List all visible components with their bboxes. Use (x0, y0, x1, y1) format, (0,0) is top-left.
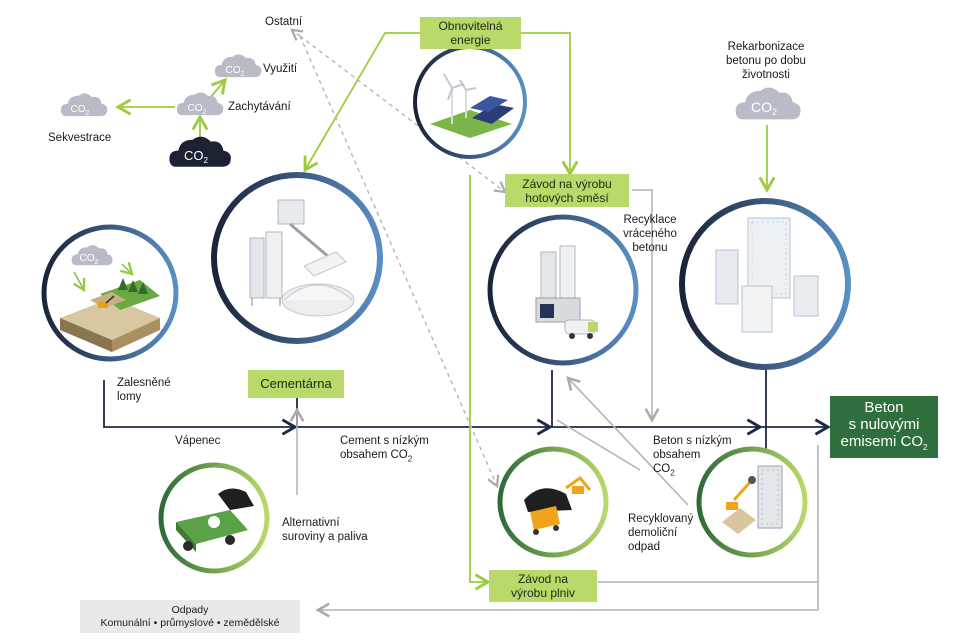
label-zalesnene: Zalesněné lomy (117, 376, 171, 404)
box-odpady: Odpady Komunální • průmyslové • zeměděls… (80, 600, 300, 633)
beton-low-l2: obsahem (653, 449, 701, 461)
final-l1: Beton (864, 398, 904, 416)
rekarb-l3: životnosti (742, 69, 790, 81)
box-cement-plant: Cementárna (248, 370, 344, 398)
quarry-illustration (60, 245, 160, 352)
cement-plant-illustration (249, 199, 355, 317)
final-l3: emisemi CO (840, 432, 924, 450)
label-recyklace: Recyklace vráceného betonu (610, 213, 690, 255)
cement-sub: 2 (407, 454, 413, 464)
co2-text-quarry: CO2 (80, 253, 99, 266)
beton-low-sub: 2 (670, 468, 675, 478)
other-dashed-arrows (290, 28, 507, 489)
final-sub: 2 (923, 442, 928, 452)
final-l2: s nulovými (848, 415, 920, 433)
co2-text-sekvestrace: CO2 (71, 104, 90, 117)
renewable-energy-circle (413, 45, 527, 159)
ready-mix-plant-illustration (535, 245, 598, 339)
odpady-l1: Odpady (171, 603, 209, 616)
ready-mix-l2: hotových směsí (525, 190, 609, 205)
truck-illustration (176, 488, 254, 552)
co2-text-zachytavani: CO2 (188, 103, 207, 116)
label-zachytavani: Zachytávání (228, 101, 291, 113)
renewable-l2: energie (450, 33, 491, 47)
demolition-illustration (722, 465, 783, 534)
label-recyklovany: Recyklovaný demoliční odpad (628, 512, 693, 554)
aggregates-illustration (524, 475, 592, 535)
label-rekarbonizace: Rekarbonizace betonu po dobu životnosti (706, 40, 826, 82)
recyklace-l2: vráceného (623, 228, 677, 240)
cement-l2: obsahem CO (340, 449, 408, 461)
cement-l1: Cement s nízkým (340, 435, 429, 447)
alt-l1: Alternativní (282, 517, 340, 529)
co2-text-dark: CO2 (184, 148, 209, 165)
renewable-energy-illustration (430, 73, 514, 138)
label-ostatni: Ostatní (265, 16, 303, 28)
beton-low-l3: CO (653, 463, 671, 475)
zalesnene-l2: lomy (117, 391, 142, 403)
zalesnene-l1: Zalesněné (117, 377, 171, 389)
label-beton-low: Beton s nízkým obsahem CO2 (653, 434, 732, 480)
odpady-l2: Komunální • průmyslové • zemědělské (100, 616, 280, 629)
renewable-energy-arrows (115, 32, 776, 591)
label-vapenec: Vápenec (175, 435, 221, 447)
co2-text-vyuziti: CO2 (226, 65, 245, 78)
co2-text-rekarbonizace: CO2 (751, 99, 777, 117)
main-flow-line (103, 370, 831, 455)
renewable-l1: Obnovitelná (438, 19, 503, 33)
alt-l2: suroviny a paliva (282, 531, 368, 543)
label-sekvestrace: Sekvestrace (48, 132, 112, 144)
rekarb-l1: Rekarbonizace (727, 41, 805, 53)
label-cement-low: Cement s nízkým obsahem CO2 (340, 434, 429, 466)
plniv-l1: Závod na (517, 572, 569, 586)
rekarb-l2: betonu po dobu (726, 55, 806, 67)
recycling-arrows (289, 189, 819, 618)
ready-mix-l1: Závod na výrobu (522, 176, 612, 191)
buildings-illustration (715, 217, 819, 333)
recyk-l1: Recyklovaný (628, 513, 694, 525)
beton-low-l1: Beton s nízkým (653, 435, 732, 447)
recyk-l3: odpad (628, 541, 660, 553)
label-vyuziti: Využití (263, 63, 298, 75)
recyk-l2: demoliční (628, 527, 678, 539)
recyklace-l3: betonu (632, 242, 668, 254)
label-alternativni: Alternativní suroviny a paliva (282, 516, 368, 544)
recyklace-l1: Recyklace (623, 214, 677, 226)
plniv-l2: výrobu plniv (510, 586, 576, 600)
